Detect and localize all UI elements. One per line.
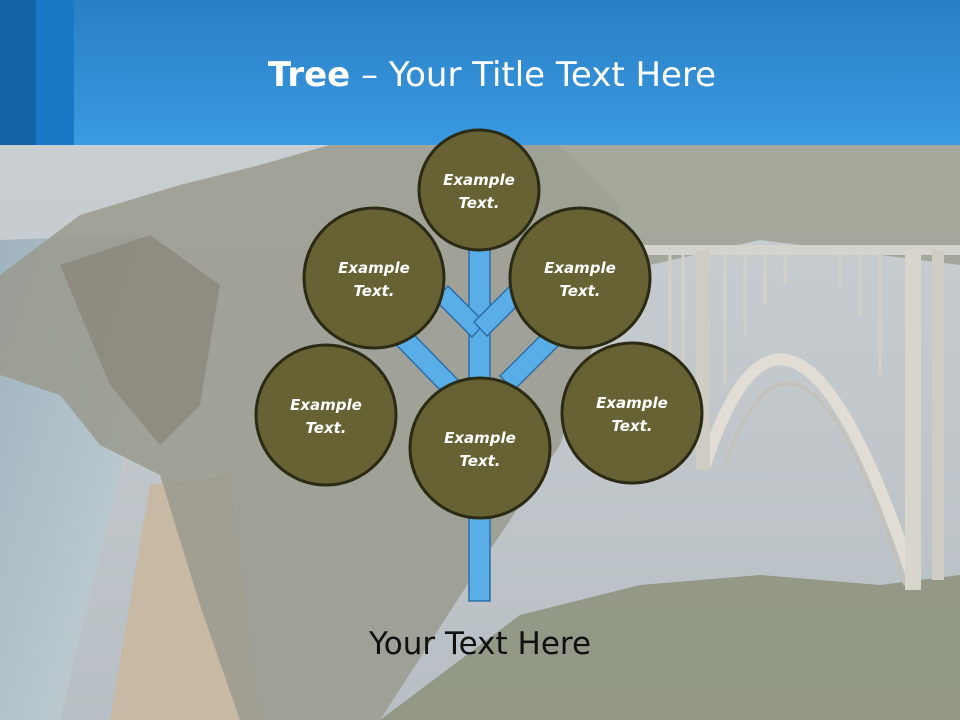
tree-node: Example Text. — [254, 343, 398, 487]
title-rest: – Your Title Text Here — [350, 55, 717, 95]
svg-text:Text.: Text. — [459, 452, 500, 470]
caption-text: Your Text Here — [368, 626, 592, 662]
header-accent-strip — [0, 0, 36, 145]
tree-node: Example Text. — [302, 206, 446, 350]
title-bold: Tree — [267, 55, 351, 95]
svg-text:Text.: Text. — [305, 419, 346, 437]
svg-text:Text.: Text. — [611, 417, 652, 435]
svg-text:Text.: Text. — [458, 194, 499, 212]
svg-text:Text.: Text. — [559, 282, 600, 300]
svg-text:Text.: Text. — [353, 282, 394, 300]
svg-text:Example: Example — [444, 429, 516, 447]
svg-text:Example: Example — [290, 396, 362, 414]
tree-node: Example Text. — [560, 341, 704, 485]
svg-text:Example: Example — [544, 259, 616, 277]
page-title: Tree – Your Title Text Here — [0, 52, 960, 98]
svg-text:Example: Example — [443, 171, 515, 189]
tree-node: Example Text. — [508, 206, 652, 350]
svg-text:Example: Example — [596, 394, 668, 412]
tree-node: Example Text. — [417, 128, 541, 252]
tree-node: Example Text. — [408, 376, 552, 520]
svg-text:Example: Example — [338, 259, 410, 277]
header-accent-strip — [36, 0, 74, 145]
header-band: Tree – Your Title Text Here — [0, 0, 960, 145]
